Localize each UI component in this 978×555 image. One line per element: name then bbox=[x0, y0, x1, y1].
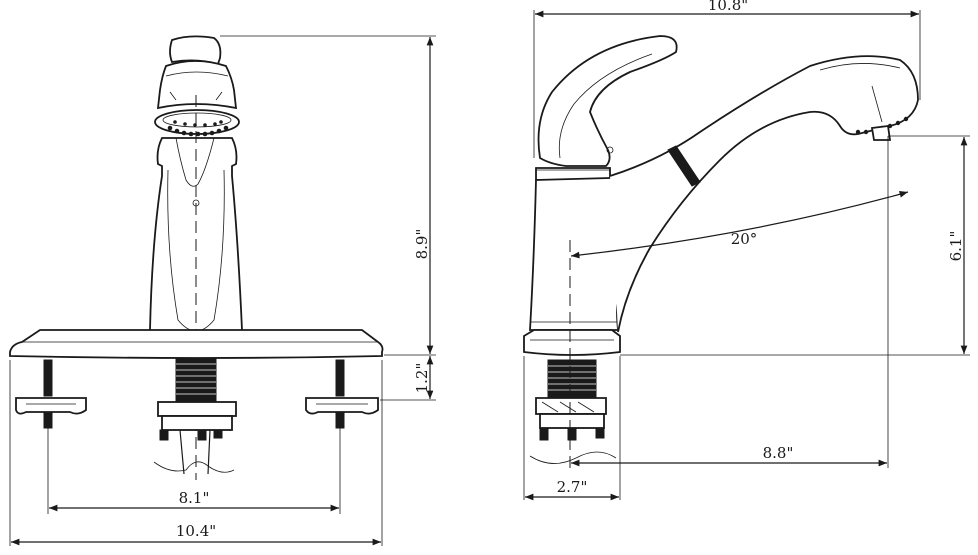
front-left-bolt bbox=[15, 359, 87, 429]
side-shank bbox=[529, 359, 617, 464]
dim-side-base-depth: 2.7" bbox=[525, 478, 619, 501]
label-20-deg: 20° bbox=[731, 230, 758, 248]
side-lever-handle bbox=[537, 35, 678, 167]
label-6-1: 6.1" bbox=[947, 231, 965, 262]
side-spout bbox=[609, 55, 919, 333]
front-view: 8.9" 1.2" 8.1" 10.4" bbox=[9, 35, 436, 546]
front-handle bbox=[154, 35, 240, 137]
dim-side-total-reach: 10.8" bbox=[535, 0, 919, 18]
dim-side-swivel-angle: 20° bbox=[570, 191, 909, 259]
front-deck-plate bbox=[9, 329, 384, 359]
label-8-8: 8.8" bbox=[763, 444, 794, 462]
dim-side-spout-reach: 8.8" bbox=[571, 444, 887, 467]
dim-front-plate-width: 10.4" bbox=[11, 522, 381, 546]
label-10-8: 10.8" bbox=[708, 0, 748, 14]
label-1-2: 1.2" bbox=[413, 363, 431, 394]
label-2-7: 2.7" bbox=[557, 478, 588, 496]
front-right-bolt bbox=[305, 359, 379, 429]
label-8-1: 8.1" bbox=[179, 489, 210, 507]
dim-front-total-height: 8.9" bbox=[413, 37, 434, 354]
label-10-4: 10.4" bbox=[176, 522, 216, 540]
label-8-9: 8.9" bbox=[413, 229, 431, 260]
dim-side-spout-height: 6.1" bbox=[947, 137, 968, 354]
front-shank bbox=[153, 357, 237, 475]
dim-front-deck-height: 1.2" bbox=[413, 356, 434, 399]
dim-front-hole-spacing: 8.1" bbox=[49, 489, 339, 512]
side-view: 10.8" 6.1" 20° 8.8" 2.7" bbox=[523, 0, 970, 501]
side-base bbox=[523, 329, 621, 356]
